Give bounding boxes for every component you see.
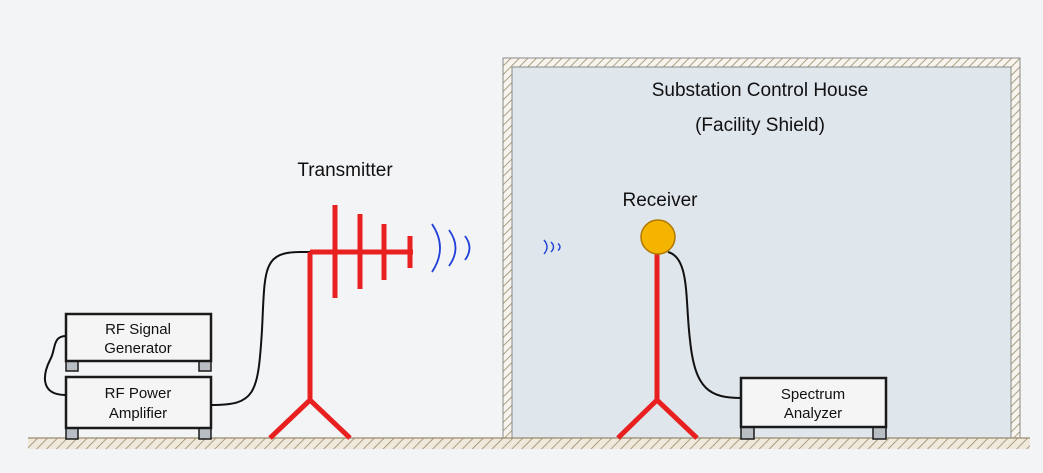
wave-arc-3 [464, 235, 471, 261]
receiver-probe [640, 219, 676, 255]
amplifier-antenna-cable [210, 251, 310, 406]
rf-signal-generator-line2: Generator [104, 340, 172, 357]
house-title: Substation Control House [652, 80, 869, 101]
spectrum-analyzer-line2: Analyzer [784, 405, 842, 422]
analyzer-foot-left [740, 426, 755, 440]
small-wave-arc-3 [557, 242, 561, 252]
receiver-leg-right [655, 398, 699, 440]
transmitter-antenna [268, 205, 413, 440]
antenna-leg-left [268, 398, 312, 440]
receiver-antenna [616, 219, 699, 440]
rf-signal-generator-line1: RF Signal [105, 321, 171, 338]
rf-power-amplifier-box [64, 375, 213, 430]
generator-amplifier-cable [43, 335, 67, 396]
small-wave-arc-1 [543, 239, 548, 255]
receiver-leg-left [616, 398, 659, 440]
rf-signal-generator-box [64, 312, 213, 363]
equipment-stack: RF Signal Generator RF Power Amplifier [64, 312, 213, 440]
rf-power-amplifier-line2: Amplifier [109, 405, 167, 422]
house-subtitle: (Facility Shield) [695, 115, 825, 136]
house-interior [511, 66, 1012, 439]
receiver-label: Receiver [623, 190, 699, 211]
spectrum-analyzer: Spectrum Analyzer [739, 376, 888, 440]
ground [28, 438, 1030, 449]
control-house: Substation Control House (Facility Shiel… [502, 57, 1021, 439]
small-wave-arc-2 [550, 241, 555, 253]
transmitted-waves [431, 223, 471, 273]
rf-power-amplifier-line1: RF Power [105, 385, 172, 402]
amplifier-foot-left [65, 427, 79, 440]
analyzer-foot-right [872, 426, 887, 440]
receiver-analyzer-cable [667, 251, 743, 399]
attenuated-waves [543, 239, 561, 255]
spectrum-analyzer-box [739, 376, 888, 429]
amplifier-foot-right [198, 427, 212, 440]
antenna-leg-right [308, 398, 352, 440]
spectrum-analyzer-line1: Spectrum [781, 386, 845, 403]
wave-arc-2 [448, 229, 457, 267]
transmitter-label: Transmitter [297, 160, 393, 181]
wave-arc-1 [431, 223, 441, 273]
